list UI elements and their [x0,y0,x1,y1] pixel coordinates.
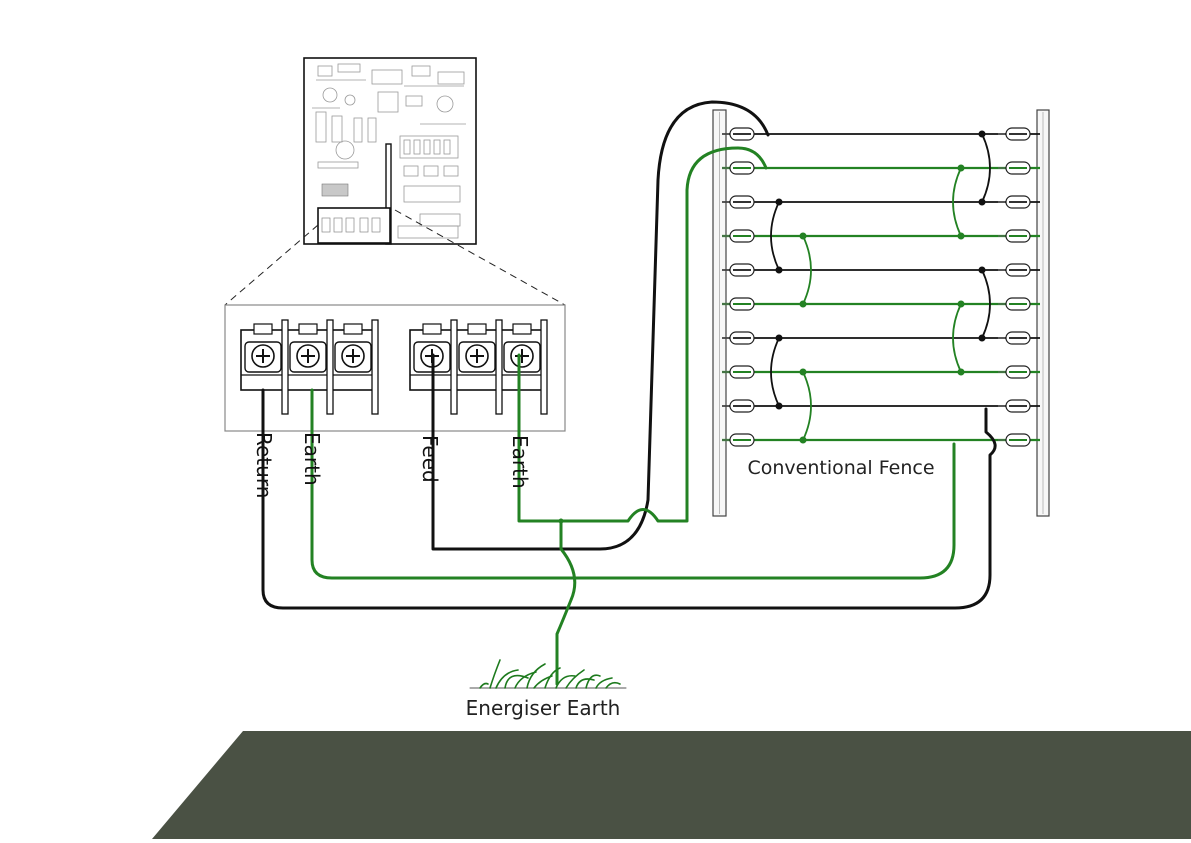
fence-junction [979,335,986,342]
terminal-clamp [344,324,362,334]
feed-label: Feed [418,435,442,483]
fence-junction [958,233,965,240]
terminal-divider [372,320,378,414]
fence-junction [979,199,986,206]
terminal-clamp [468,324,486,334]
fence-junction [776,199,783,206]
fence-wires [722,131,1040,444]
fence-junction [979,267,986,274]
earth-right-label: Earth [508,435,532,489]
energiser-earth-wire [557,521,575,684]
insulators [722,128,1030,446]
grass-ground-icon [470,660,626,688]
earth-left-label: Earth [300,432,324,486]
terminal-clamp [299,324,317,334]
terminal-clamp [513,324,531,334]
terminal-clamp [423,324,441,334]
terminal-divider [282,320,288,414]
fence-junction [776,403,783,410]
fence-junction [800,301,807,308]
terminal-clamp [254,324,272,334]
fence-junction [958,369,965,376]
circuit-board-icon [304,58,476,244]
fence-junction [776,335,783,342]
terminal-divider [496,320,502,414]
terminal-divider [327,320,333,414]
return-label: Return [252,432,276,498]
fence-junction [800,369,807,376]
wire-junctions [559,519,564,524]
fence-junction [958,165,965,172]
footer-band [152,731,1191,839]
fence-posts [713,110,1049,516]
terminal-divider [451,320,457,414]
fence-junction [958,301,965,308]
terminal-divider [541,320,547,414]
energiser-earth-label: Energiser Earth [466,696,621,720]
fence-junction [800,233,807,240]
fence-junction [800,437,807,444]
fence-junction [979,131,986,138]
fence-label: Conventional Fence [747,457,934,479]
fence-junction [776,267,783,274]
